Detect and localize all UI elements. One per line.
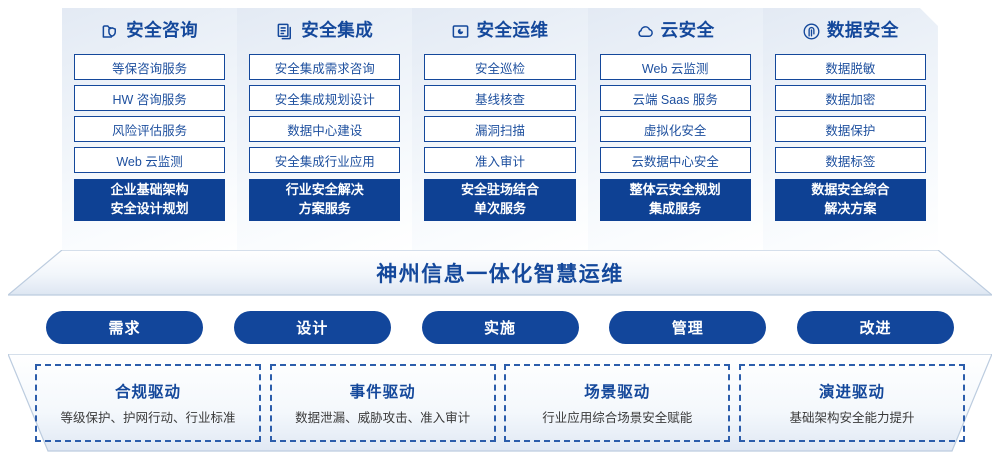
driver-title: 合规驱动 (114, 384, 181, 401)
pillar-summary[interactable]: 企业基础架构 安全设计规划 (74, 179, 226, 221)
pillar-header: 安全咨询 (74, 8, 225, 54)
driver-title: 演进驱动 (818, 384, 885, 401)
pillar-summary-line2: 单次服务 (473, 201, 526, 216)
pillar-item[interactable]: 云端 Saas 服务 (599, 85, 751, 111)
pillar-header: 云安全 (600, 8, 751, 54)
pillar-summary-line1: 行业安全解决 (285, 182, 364, 198)
pillar-summary-line1: 数据安全综合 (811, 182, 890, 198)
pillar-item[interactable]: 数据保护 (775, 116, 926, 142)
pillar-summary[interactable]: 安全驻场结合 单次服务 (424, 179, 576, 221)
pillar-item[interactable]: 虚拟化安全 (599, 116, 751, 142)
pillar-title: 云安全 (660, 20, 715, 41)
folder-chart-icon (451, 22, 470, 41)
driver-desc: 等级保护、护网行动、行业标准 (60, 411, 236, 425)
pillar-summary-line1: 整体云安全规划 (629, 182, 721, 198)
pillar-item[interactable]: 漏洞扫描 (424, 116, 576, 142)
pillar-summary-line1: 安全驻场结合 (460, 182, 539, 198)
banner-title: 神州信息一体化智慧运维 (376, 263, 624, 286)
pillar-title: 安全集成 (301, 20, 374, 41)
pillar-summary-line2: 方案服务 (298, 201, 351, 216)
pillar-summary-line2: 解决方案 (824, 201, 877, 216)
pillar-summary-line2: 集成服务 (649, 201, 702, 216)
driver-box-incident[interactable]: 事件驱动 数据泄漏、威胁攻击、准入审计 (269, 364, 496, 442)
driver-box-compliance[interactable]: 合规驱动 等级保护、护网行动、行业标准 (35, 364, 261, 442)
pillar-summary-line1: 企业基础架构 (110, 182, 189, 198)
banner-shape (8, 250, 992, 296)
pillar-item[interactable]: 数据标签 (775, 147, 926, 173)
cloud-icon (636, 22, 655, 41)
pillar-item[interactable]: 准入审计 (424, 147, 576, 173)
folder-shield-icon (101, 22, 120, 41)
pillar-item[interactable]: Web 云监测 (74, 147, 226, 173)
driver-desc: 基础架构安全能力提升 (789, 411, 915, 425)
driver-desc: 行业应用综合场景安全赋能 (542, 411, 693, 425)
pillar-title: 安全咨询 (126, 20, 199, 41)
pillar-summary-line2: 安全设计规划 (110, 201, 189, 216)
phase-pill-improvement[interactable]: 改进 (797, 311, 954, 344)
pillar-item[interactable]: 安全巡检 (424, 54, 576, 80)
driver-box-scenario[interactable]: 场景驱动 行业应用综合场景安全赋能 (504, 364, 731, 442)
pillar-item[interactable]: 风险评估服务 (74, 116, 226, 142)
driver-title: 事件驱动 (349, 384, 416, 401)
pillar-item[interactable]: 基线核查 (424, 85, 576, 111)
pillar-item[interactable]: 云数据中心安全 (599, 147, 751, 173)
pillar-column-security-consulting: 安全咨询 等保咨询服务 HW 咨询服务 风险评估服务 Web 云监测 企业基础架… (62, 8, 238, 250)
pillar-column-security-integration: 安全集成 安全集成需求咨询 安全集成规划设计 数据中心建设 安全集成行业应用 行… (237, 8, 413, 250)
driver-section-shape (8, 354, 992, 452)
phase-pill-row: 需求 设计 实施 管理 改进 (46, 311, 954, 344)
pillar-item[interactable]: 安全集成需求咨询 (249, 54, 401, 80)
pillar-summary[interactable]: 行业安全解决 方案服务 (249, 179, 401, 221)
phase-pill-requirement[interactable]: 需求 (46, 311, 203, 344)
pillar-item[interactable]: Web 云监测 (599, 54, 751, 80)
platform-banner: 神州信息一体化智慧运维 (8, 250, 992, 296)
pillar-column-data-security: 数据安全 数据脱敏 数据加密 数据保护 数据标签 数据安全综合 解决方案 (763, 8, 938, 250)
driver-box-evolution[interactable]: 演进驱动 基础架构安全能力提升 (738, 364, 965, 442)
pillar-item[interactable]: 数据加密 (775, 85, 926, 111)
driver-boxes: 合规驱动 等级保护、护网行动、行业标准 事件驱动 数据泄漏、威胁攻击、准入审计 … (35, 364, 965, 442)
pillar-item[interactable]: 数据中心建设 (249, 116, 401, 142)
pillar-header: 数据安全 (775, 8, 926, 54)
pillar-title: 数据安全 (826, 20, 899, 41)
pillar-item[interactable]: 等保咨询服务 (74, 54, 226, 80)
pillar-summary[interactable]: 整体云安全规划 集成服务 (599, 179, 751, 221)
pillar-header: 安全运维 (424, 8, 575, 54)
pillar-item[interactable]: 安全集成行业应用 (249, 147, 401, 173)
driver-title: 场景驱动 (584, 384, 651, 401)
phase-pill-implementation[interactable]: 实施 (421, 311, 579, 344)
phase-pill-design[interactable]: 设计 (233, 311, 391, 344)
pillar-summary[interactable]: 数据安全综合 解决方案 (775, 179, 926, 221)
phase-pill-management[interactable]: 管理 (609, 311, 767, 344)
pillar-item[interactable]: 安全集成规划设计 (249, 85, 401, 111)
fingerprint-icon (802, 22, 821, 41)
document-copy-icon (276, 22, 295, 41)
pillar-column-cloud-security: 云安全 Web 云监测 云端 Saas 服务 虚拟化安全 云数据中心安全 整体云… (587, 8, 763, 250)
pillar-item[interactable]: 数据脱敏 (775, 54, 926, 80)
pillar-header: 安全集成 (249, 8, 400, 54)
pillar-column-security-operations: 安全运维 安全巡检 基线核查 漏洞扫描 准入审计 安全驻场结合 单次服务 (412, 8, 588, 250)
pillar-item[interactable]: HW 咨询服务 (74, 85, 226, 111)
driver-section: 合规驱动 等级保护、护网行动、行业标准 事件驱动 数据泄漏、威胁攻击、准入审计 … (8, 354, 992, 452)
driver-desc: 数据泄漏、威胁攻击、准入审计 (295, 411, 471, 425)
pillar-columns: 安全咨询 等保咨询服务 HW 咨询服务 风险评估服务 Web 云监测 企业基础架… (62, 8, 938, 250)
pillar-title: 安全运维 (476, 20, 549, 41)
